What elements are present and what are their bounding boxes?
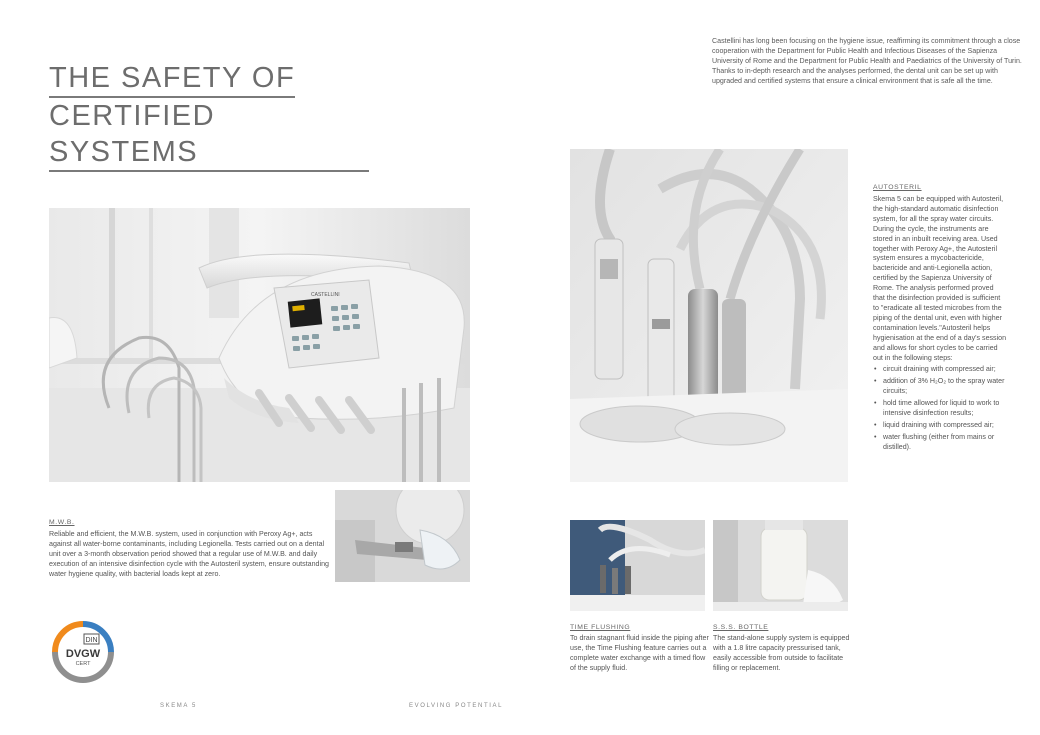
- autosteril-heading: AUTOSTERIL: [873, 184, 922, 191]
- autosteril-steps-list: circuit draining with compressed air; ad…: [873, 365, 1007, 452]
- list-item: hold time allowed for liquid to work to …: [873, 399, 1007, 419]
- time-flushing-heading: TIME FLUSHING: [570, 624, 631, 631]
- cert-label: CERT: [76, 661, 92, 667]
- time-flushing-section: TIME FLUSHING To drain stagnant fluid in…: [570, 624, 712, 674]
- intro-paragraph: Castellini has long been focusing on the…: [712, 37, 1022, 85]
- list-item: addition of 3% H₂O₂ to the spray water c…: [873, 377, 1007, 397]
- sss-bottle-text: The stand-alone supply system is equippe…: [713, 634, 850, 672]
- dental-unit-photo: CASTELLINI: [49, 208, 470, 482]
- autosteril-photo: [570, 149, 848, 482]
- dvgw-logo-icon: DIN DVGW CERT: [52, 621, 114, 683]
- mwb-heading: M.W.B.: [49, 519, 75, 526]
- time-flushing-illustration: [570, 520, 705, 611]
- page-title-line1: THE SAFETY OF: [49, 60, 296, 98]
- din-label: DIN: [85, 637, 97, 644]
- mwb-section: M.W.B. Reliable and efficient, the M.W.B…: [49, 519, 335, 580]
- time-flushing-text: To drain stagnant fluid inside the pipin…: [570, 634, 709, 672]
- sss-bottle-section: S.S.S. BOTTLE The stand-alone supply sys…: [713, 624, 859, 674]
- footer-left: SKEMA 5: [160, 703, 197, 709]
- autosteril-illustration: [570, 149, 848, 482]
- list-item: liquid draining with compressed air;: [873, 421, 1007, 431]
- list-item: circuit draining with compressed air;: [873, 365, 1007, 375]
- sss-bottle-photo: [713, 520, 848, 611]
- dvgw-certification-badge: DIN DVGW CERT: [51, 620, 115, 684]
- sss-bottle-illustration: [713, 520, 848, 611]
- panel-brand-label: CASTELLINI: [311, 292, 340, 298]
- time-flushing-photo: [570, 520, 705, 611]
- footer-right: EVOLVING POTENTIAL: [409, 703, 504, 709]
- dvgw-label: DVGW: [66, 648, 101, 660]
- mwb-text: Reliable and efficient, the M.W.B. syste…: [49, 530, 329, 578]
- page-title: THE SAFETY OF CERTIFIED SYSTEMS: [49, 60, 369, 172]
- dental-unit-illustration: CASTELLINI: [49, 208, 470, 482]
- mwb-closeup-photo: [335, 490, 470, 582]
- list-item: water flushing (either from mains or dis…: [873, 433, 1007, 453]
- autosteril-section: AUTOSTERIL Skema 5 can be equipped with …: [873, 184, 1007, 455]
- autosteril-text: Skema 5 can be equipped with Autosteril,…: [873, 195, 1007, 362]
- sss-bottle-heading: S.S.S. BOTTLE: [713, 624, 769, 631]
- page-title-line2: CERTIFIED SYSTEMS: [49, 98, 369, 172]
- mwb-illustration: [335, 490, 470, 582]
